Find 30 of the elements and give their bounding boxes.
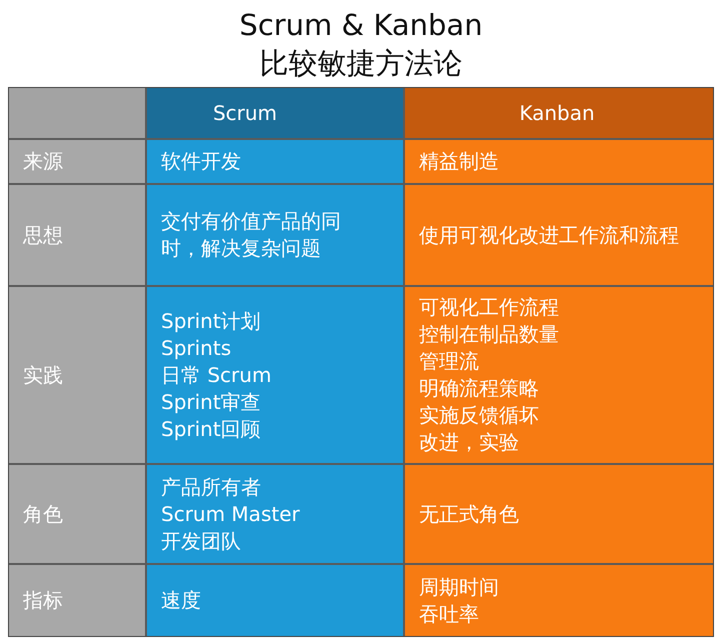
cell-text: 实践 <box>23 362 63 388</box>
cell-text: 产品所有者 <box>161 474 261 500</box>
cell-text: 管理流 <box>419 348 479 375</box>
cell-text: 无正式角色 <box>419 500 519 528</box>
cell-text: 可视化工作流程 <box>419 294 559 321</box>
cell-text: 精益制造 <box>419 148 499 175</box>
cell-text: 吞吐率 <box>419 600 479 628</box>
cell-text: Kanban <box>519 100 595 126</box>
cell-text: Sprints <box>161 334 232 362</box>
cell-text: 周期时间 <box>419 574 499 600</box>
cell-text: 指标 <box>23 587 63 614</box>
cell-text: 改进，实验 <box>419 429 519 456</box>
cell-text: Scrum Master <box>161 500 300 528</box>
cell-text: 交付有价值产品的同时，解决复杂问题 <box>161 208 342 262</box>
cell-text: Scrum <box>212 100 278 126</box>
cell-text: 开发团队 <box>161 528 241 554</box>
cell-text: 软件开发 <box>161 148 241 175</box>
cell-text: 使用可视化改进工作流和流程 <box>419 222 679 248</box>
cell-text: 日常 Scrum <box>161 362 272 388</box>
cell-text: 明确流程策略 <box>419 375 539 402</box>
cell-text: Sprint回顾 <box>161 416 261 442</box>
cell-text: 速度 <box>161 587 201 614</box>
cell-text: 角色 <box>23 500 63 528</box>
cell-text: 思想 <box>23 222 63 248</box>
title: Scrum & Kanban 比较敏捷方法论 <box>238 7 484 82</box>
cell-text: Sprint审查 <box>161 388 261 416</box>
cell-text: 控制在制品数量 <box>419 321 559 348</box>
cell-text: 实施反馈循坏 <box>419 402 539 429</box>
cell-text: Sprint计划 <box>161 308 261 334</box>
cell-text: 来源 <box>23 148 63 175</box>
